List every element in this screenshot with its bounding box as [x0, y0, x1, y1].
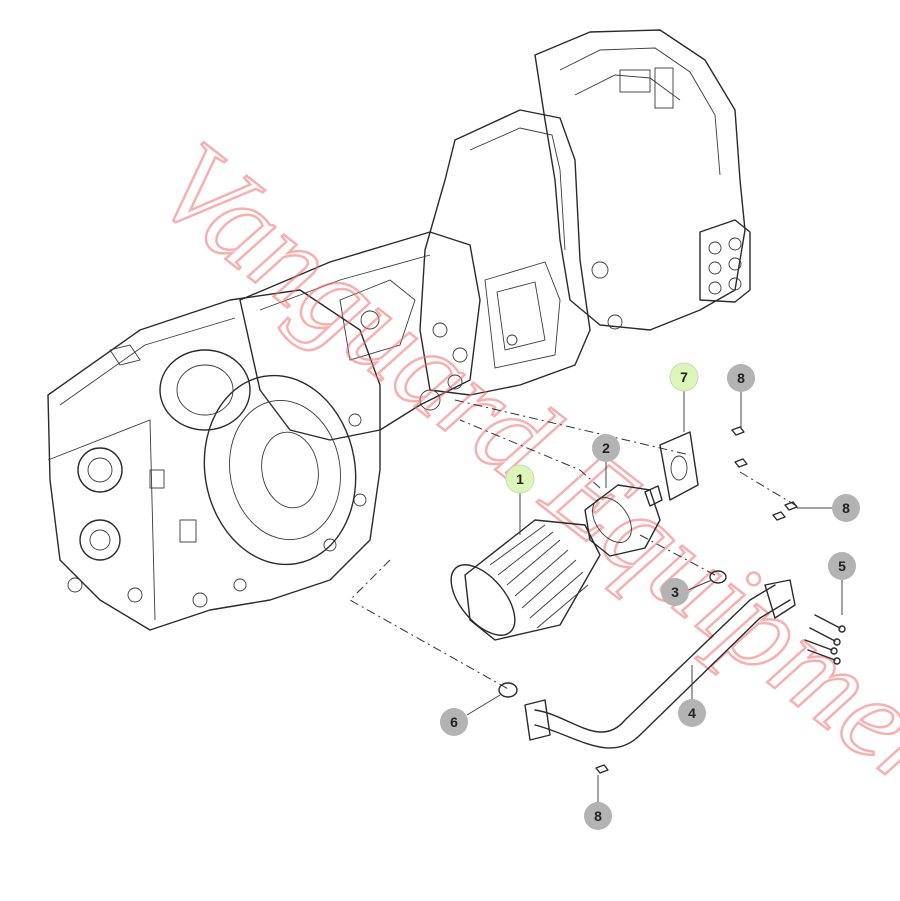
- callout-8-bottom-badge: [584, 802, 612, 830]
- part-2-housing: [584, 484, 663, 557]
- callout-3[interactable]: 3: [661, 578, 689, 606]
- part-6-oring: [498, 682, 518, 698]
- callout-4[interactable]: 4: [678, 699, 706, 727]
- callout-8-bottom[interactable]: 8: [584, 802, 612, 830]
- svg-text:5: 5: [838, 558, 846, 574]
- svg-text:1: 1: [516, 471, 524, 487]
- part-4-pipe: [524, 579, 796, 749]
- callout-8-right-badge: [832, 494, 860, 522]
- part-5-bolts: [804, 614, 846, 665]
- callout-7-badge: [669, 362, 699, 392]
- svg-text:6: 6: [450, 714, 458, 730]
- callout-7[interactable]: 7: [669, 362, 699, 392]
- callout-8-right[interactable]: 8: [832, 494, 860, 522]
- callout-6-badge: [440, 708, 468, 736]
- callout-2[interactable]: 2: [592, 434, 620, 462]
- leader-lines: [349, 399, 801, 691]
- callout-8-top-badge: [727, 364, 755, 392]
- part-1-filter: [450, 519, 601, 641]
- svg-text:8: 8: [842, 500, 850, 516]
- callout-4-badge: [678, 699, 706, 727]
- callout-5-badge: [828, 552, 856, 580]
- svg-text:4: 4: [688, 705, 696, 721]
- callout-6[interactable]: 6: [440, 708, 468, 736]
- part-7-gasket: [659, 431, 699, 501]
- callout-3-badge: [661, 578, 689, 606]
- transmission-housing: [47, 29, 751, 631]
- part-3-oring: [709, 570, 727, 584]
- callout-2-badge: [592, 434, 620, 462]
- callout-8-top[interactable]: 8: [727, 364, 755, 392]
- svg-text:8: 8: [737, 370, 745, 386]
- svg-text:2: 2: [602, 440, 610, 456]
- callout-5[interactable]: 5: [828, 552, 856, 580]
- callouts: 1 2 3 4 5 6: [440, 362, 860, 830]
- callout-1-badge: [505, 464, 535, 494]
- callout-1[interactable]: 1: [505, 464, 535, 494]
- svg-text:8: 8: [594, 808, 602, 824]
- part-8-bolts: [595, 426, 798, 774]
- svg-text:3: 3: [671, 584, 679, 600]
- svg-text:7: 7: [680, 369, 688, 385]
